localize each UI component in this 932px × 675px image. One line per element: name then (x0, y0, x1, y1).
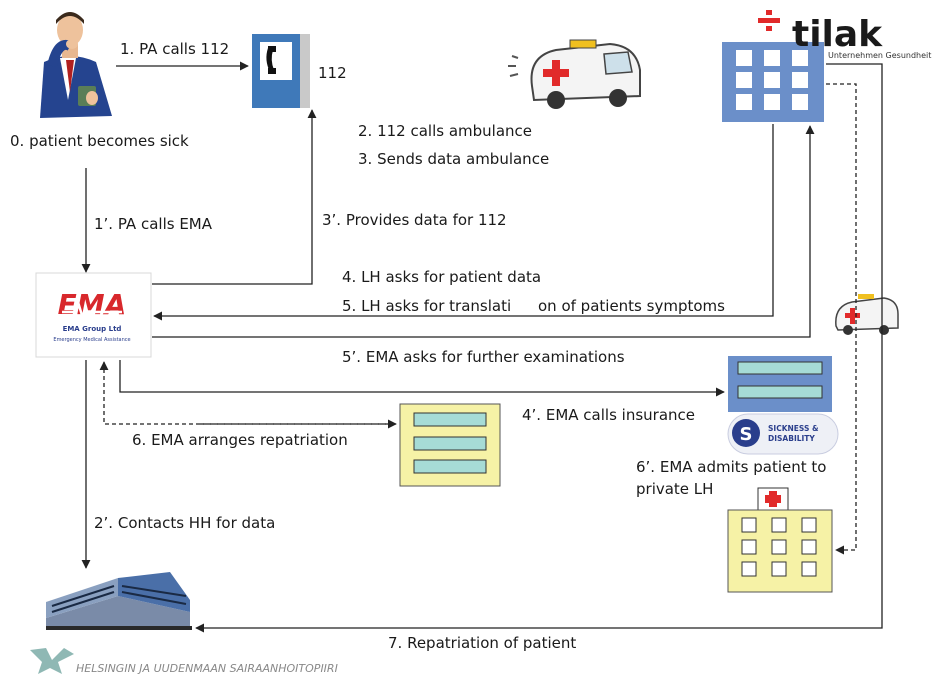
dashed-connectors (99, 83, 857, 555)
arrow-ema-to-insurance (119, 360, 725, 397)
step-1p-label: 1’. PA calls EMA (94, 215, 213, 233)
dashed-arrow-tilak-to-private-lh (826, 83, 857, 555)
tilak-hospital-icon (722, 42, 824, 122)
step-6p-label-line2: private LH (636, 480, 713, 498)
step-6-label: 6. EMA arranges repatriation (132, 431, 348, 449)
arrow-tilak-to-ema (153, 124, 774, 321)
hus-logo: HELSINGIN JA UUDENMAAN SAIRAANHOITOPIIRI (30, 648, 338, 675)
step-5-label-part2: on of patients symptoms (538, 297, 725, 315)
insurance-line2: DISABILITY (768, 434, 815, 443)
step-1-label: 1. PA calls 112 (120, 40, 229, 58)
insurance-line1: SICKNESS & (768, 424, 819, 433)
step-4p-label: 4’. EMA calls insurance (522, 406, 695, 424)
insurance-building-icon (728, 356, 832, 412)
repatriation-form-icon (399, 403, 501, 487)
arrow-ema-to-tilak (152, 125, 815, 338)
ema-logo-text: EMA (58, 288, 127, 321)
step-0-label: 0. patient becomes sick (10, 132, 189, 150)
step-2p-label: 2’. Contacts HH for data (94, 514, 275, 532)
arrow-repatriation (195, 63, 883, 633)
step-5-label-part1: 5. LH asks for translati (342, 297, 511, 315)
ambulance-icon (508, 39, 641, 109)
tilak-name: tilak (792, 14, 883, 55)
step-6p-label-line1: 6’. EMA admits patient to (636, 458, 826, 476)
step-2-label: 2. 112 calls ambulance (358, 122, 532, 140)
svg-text:S: S (740, 424, 753, 445)
hus-name: HELSINGIN JA UUDENMAAN SAIRAANHOITOPIIRI (76, 662, 338, 675)
step-3p-label: 3’. Provides data for 112 (322, 211, 507, 229)
ema-company: EMA Group Ltd (63, 325, 122, 333)
arrow-ema-to-112 (152, 109, 317, 285)
tilak-logo: tilak Unternehmen Gesundheit (758, 10, 931, 60)
patient-icon (40, 12, 112, 118)
dashed-arrow-form-to-ema (99, 361, 396, 425)
step-5p-label: 5’. EMA asks for further examinations (342, 348, 625, 366)
private-hospital-icon (727, 487, 833, 593)
phone-number-label: 112 (318, 64, 347, 82)
step-labels: 1. PA calls 112 0. patient becomes sick … (10, 40, 826, 652)
step-7-label: 7. Repatriation of patient (388, 634, 576, 652)
ema-node: EMA EMA Group Ltd Emergency Medical Assi… (35, 272, 152, 358)
tilak-tagline: Unternehmen Gesundheit (828, 51, 931, 60)
ema-tagline: Emergency Medical Assistance (53, 337, 130, 343)
phone-112-icon (252, 34, 310, 108)
small-ambulance-icon (835, 294, 899, 335)
insurance-logo: S SICKNESS & DISABILITY (727, 413, 839, 455)
step-3-label: 3. Sends data ambulance (358, 150, 549, 168)
connectors (81, 61, 883, 633)
step-4-label: 4. LH asks for patient data (342, 268, 541, 286)
home-hospital-icon (46, 572, 192, 630)
